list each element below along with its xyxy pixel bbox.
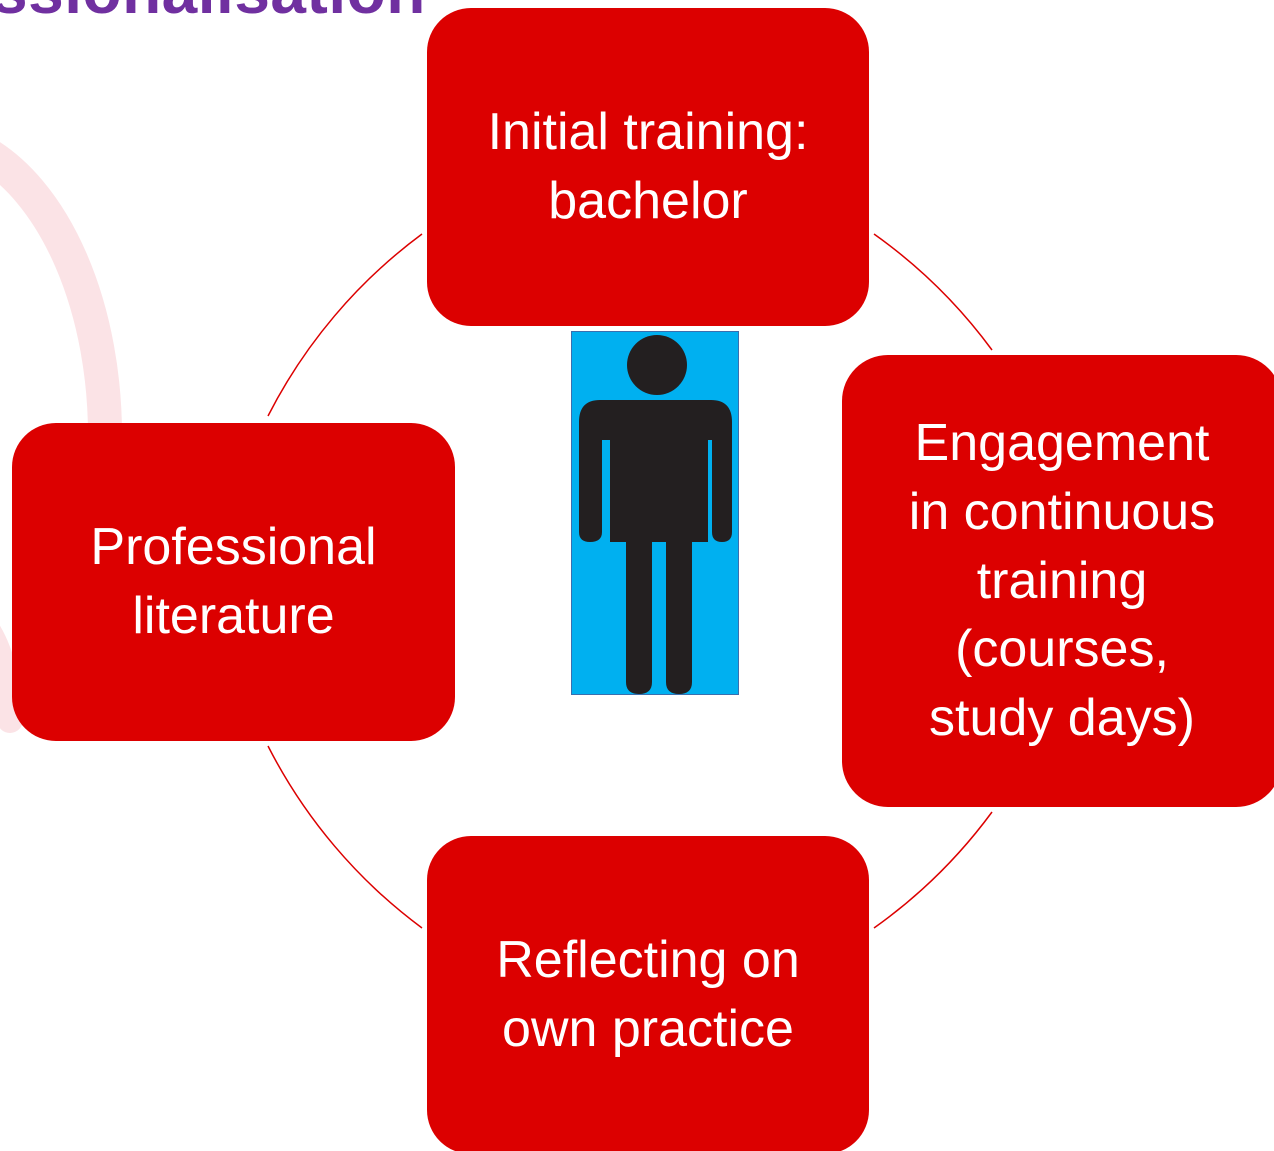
arc-top-right	[873, 233, 993, 351]
person-icon	[579, 335, 732, 694]
node-professional-literature: Professional literature	[12, 423, 455, 741]
arc-right-bottom	[873, 811, 993, 929]
arc-bottom-left	[267, 745, 423, 929]
node-reflecting-practice: Reflecting on own practice	[427, 836, 869, 1151]
arc-left-top	[267, 233, 423, 417]
center-person-panel	[571, 331, 739, 695]
node-continuous-training: Engagement in continuous training (cours…	[842, 355, 1274, 807]
node-initial-training: Initial training: bachelor	[427, 8, 869, 326]
slide-title-fragment: ssionalisation	[0, 0, 426, 28]
